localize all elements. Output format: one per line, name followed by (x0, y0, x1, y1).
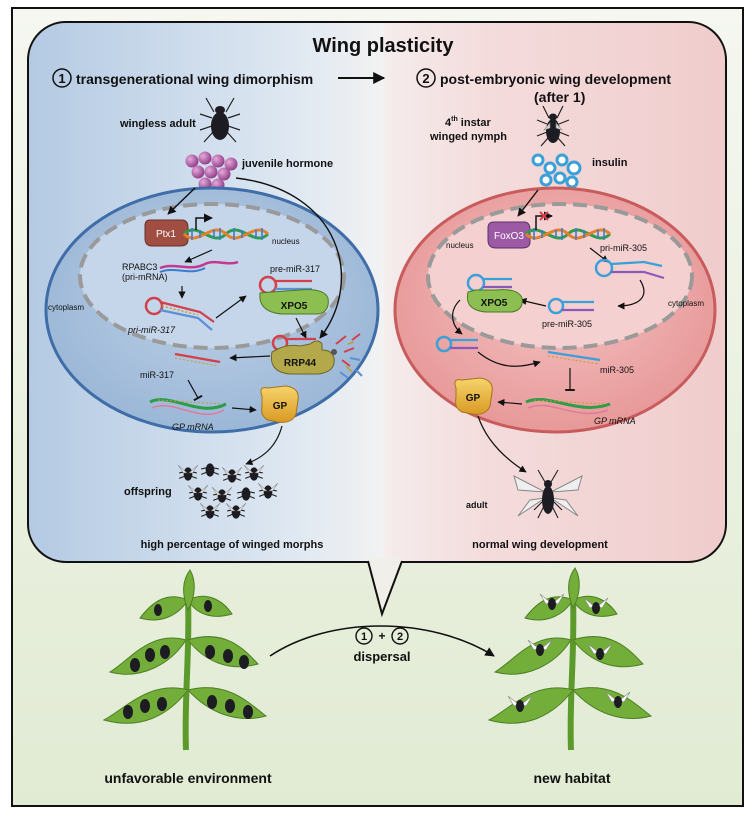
adult-label: adult (466, 500, 488, 510)
left-footer: high percentage of winged morphs (141, 539, 324, 551)
right-dna (524, 211, 612, 240)
cytoplasmic-pre-mir-305 (435, 335, 478, 353)
jh-to-rrp44-arrow (235, 177, 343, 339)
left-gp-protein (260, 385, 299, 423)
mir-305-strand (547, 350, 601, 362)
new-habitat-plant-illustration (487, 567, 653, 751)
pri-mir-305-hairpin (594, 258, 665, 280)
pri-mir-317-hairpin (144, 296, 215, 331)
unfavorable-environment-label: unfavorable environment (104, 770, 272, 786)
rpabc3-sublabel: (pri-mRNA) (122, 272, 168, 282)
juvenile-hormone-label: juvenile hormone (241, 158, 333, 170)
left-dna (182, 213, 270, 240)
mir-317-inhibition (187, 379, 203, 402)
new-habitat-label: new habitat (533, 770, 610, 786)
bottom-number-circle-1 (355, 627, 373, 645)
right-heading: post-embryonic wing development (440, 71, 671, 87)
insulin-icon (531, 153, 582, 189)
right-gp-mrna (525, 398, 611, 409)
right-gp-protein (454, 377, 493, 415)
pre-mir-317-label: pre-miR-317 (270, 264, 320, 274)
right-nucleus-label: nucleus (446, 241, 474, 250)
mir-317-label: miR-317 (140, 370, 174, 380)
jh-to-ptx1-arrow (167, 187, 196, 215)
right-heading-after: (after 1) (534, 89, 585, 105)
bottom-plus: + (378, 629, 385, 643)
bubble-tail (367, 560, 403, 618)
bottom-num-2: 2 (397, 631, 403, 643)
ptx1-label: Ptx1 (156, 229, 176, 240)
right-cytoplasm-label: cytoplasm (668, 299, 704, 308)
figure-title: Wing plasticity (313, 35, 455, 57)
winged-nymph-label: winged nymph (429, 131, 507, 143)
foxo3-label: FoxO3 (494, 231, 524, 242)
mir-317-strand (174, 352, 221, 364)
bottom-number-circle-2 (391, 627, 409, 645)
winged-nymph-icon (536, 105, 570, 147)
left-nucleus-label: nucleus (272, 237, 300, 246)
offspring-label: offspring (124, 486, 172, 498)
ptx1-protein (144, 219, 189, 247)
rrp44-protein (270, 340, 335, 375)
insulin-label: insulin (592, 157, 628, 169)
left-cytoplasm-label: cytoplasm (48, 303, 84, 312)
unfavorable-plant-illustration (102, 569, 268, 751)
dispersal-label: dispersal (353, 649, 410, 664)
left-nucleus (78, 202, 346, 350)
pri-mir-317-label: pri-miR-317 (127, 325, 176, 335)
right-xpo5-label: XPO5 (481, 298, 508, 309)
right-footer: normal wing development (472, 539, 608, 551)
pre-mir-305-hairpin (547, 297, 594, 315)
instar-label: 4th instar (445, 116, 491, 129)
left-gp-mrna-label: GP mRNA (172, 422, 214, 432)
winged-adult-icon (513, 469, 583, 519)
left-gp-mrna (149, 398, 227, 410)
dispersal-arrow (269, 625, 495, 657)
offspring-aphids-icon (177, 463, 279, 519)
left-heading: transgenerational wing dimorphism (76, 71, 313, 87)
degraded-rna-fragments (331, 333, 363, 379)
rpabc3-label: RPABC3 (122, 262, 157, 272)
juvenile-hormone-icon (185, 151, 238, 192)
foxo3-protein (487, 221, 531, 249)
pre-mir-305-label: pre-miR-305 (542, 319, 592, 329)
wingless-aphid-icon (199, 97, 241, 143)
bottom-num-1: 1 (361, 631, 367, 643)
left-xpo5 (259, 289, 329, 315)
mir-305-label: miR-305 (600, 365, 634, 375)
wingless-adult-label: wingless adult (119, 118, 196, 130)
heading-num-2: 2 (422, 71, 429, 86)
right-xpo5 (466, 289, 523, 313)
right-gp-mrna-label: GP mRNA (594, 416, 636, 426)
left-gp-label: GP (273, 401, 288, 412)
heading-num-1: 1 (58, 71, 65, 86)
right-gp-label: GP (466, 393, 481, 404)
rrp44-label: RRP44 (284, 358, 317, 369)
number-circle-2 (416, 68, 436, 88)
left-xpo5-label: XPO5 (281, 301, 308, 312)
rpabc3-strand (159, 260, 239, 270)
pri-mir-305-label: pri-miR-305 (600, 243, 647, 253)
number-circle-1 (52, 68, 72, 88)
